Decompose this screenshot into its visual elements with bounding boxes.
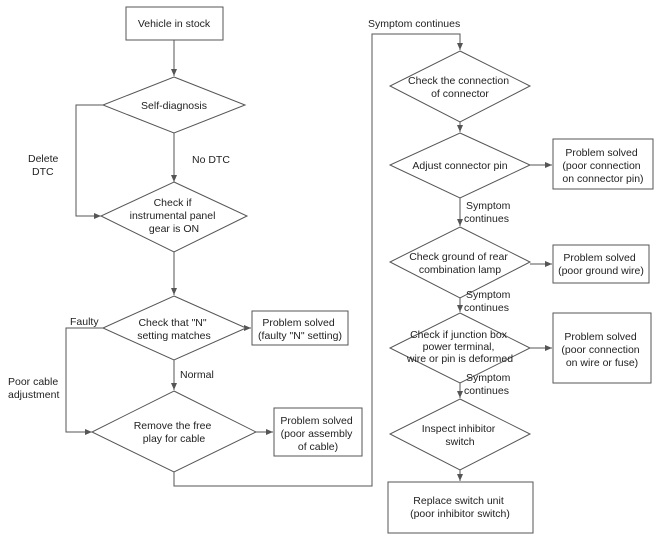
node-text: Check ground of rear combination lamp — [409, 251, 511, 276]
node-solved-connector-pin: Problem solved (poor connection on conne… — [552, 138, 654, 190]
label-symptom-continues-top: Symptom continues — [368, 18, 460, 30]
label-symptom-continues-2: Symptom continues — [464, 289, 513, 314]
node-text: Replace switch unit (poor inhibitor swit… — [410, 495, 510, 520]
node-self-diagnosis: Self-diagnosis — [101, 76, 247, 134]
node-text: Check if junction box power terminal, wi… — [406, 329, 513, 365]
node-text: Check that "N" setting matches — [137, 317, 211, 342]
node-check-n-setting: Check that "N" setting matches — [101, 295, 248, 361]
node-text: Problem solved (poor connection on wire … — [561, 331, 642, 369]
connector-faulty-loop — [65, 327, 103, 435]
node-solved-faulty-n-setting: Problem solved (faulty "N" setting) — [251, 310, 349, 346]
node-solved-ground-wire: Problem solved (poor ground wire) — [552, 244, 650, 284]
label-normal: Normal — [180, 369, 214, 381]
label-poor-cable-adjustment: Poor cable adjustment — [8, 376, 61, 401]
node-vehicle-in-stock: Vehicle in stock — [125, 6, 224, 41]
node-adjust-connector-pin: Adjust connector pin — [388, 132, 532, 199]
node-solved-wire-fuse: Problem solved (poor connection on wire … — [552, 312, 652, 384]
connector-delete-dtc-loop — [75, 104, 103, 219]
node-replace-switch-unit: Replace switch unit (poor inhibitor swit… — [387, 481, 534, 534]
node-check-panel-gear: Check if instrumental panel gear is ON — [99, 181, 249, 253]
node-text: Check if instrumental panel gear is ON — [130, 197, 219, 235]
node-check-junction-box: Check if junction box power terminal, wi… — [388, 312, 532, 384]
label-symptom-continues-3: Symptom continues — [464, 372, 513, 397]
connectors — [65, 33, 552, 487]
label-symptom-continues-1: Symptom continues — [464, 200, 513, 225]
node-text: Problem solved (poor connection on conne… — [562, 147, 643, 185]
node-text: Self-diagnosis — [141, 100, 207, 112]
node-check-connector: Check the connection of connector — [388, 50, 532, 123]
node-text: Vehicle in stock — [138, 18, 211, 30]
node-text: Problem solved (faulty "N" setting) — [258, 317, 342, 342]
node-check-ground-lamp: Check ground of rear combination lamp — [388, 226, 532, 299]
label-no-dtc: No DTC — [192, 154, 230, 166]
node-text: Remove the free play for cable — [134, 420, 215, 445]
label-faulty: Faulty — [70, 316, 99, 328]
node-remove-free-play: Remove the free play for cable — [90, 390, 258, 473]
node-text: Inspect inhibitor switch — [422, 423, 498, 448]
node-text: Check the connection of connector — [408, 75, 512, 100]
node-text: Adjust connector pin — [412, 160, 507, 172]
node-inspect-inhibitor: Inspect inhibitor switch — [388, 398, 532, 471]
node-solved-cable-assembly: Problem solved (poor assembly of cable) — [273, 407, 363, 457]
node-text: Problem solved (poor ground wire) — [558, 252, 644, 277]
node-text: Problem solved (poor assembly of cable) — [280, 415, 355, 453]
edge-labels: Delete DTC No DTC Faulty Normal Poor cab… — [8, 18, 513, 401]
label-delete-dtc: Delete DTC — [28, 153, 61, 178]
connector-to-right-column — [173, 33, 463, 487]
